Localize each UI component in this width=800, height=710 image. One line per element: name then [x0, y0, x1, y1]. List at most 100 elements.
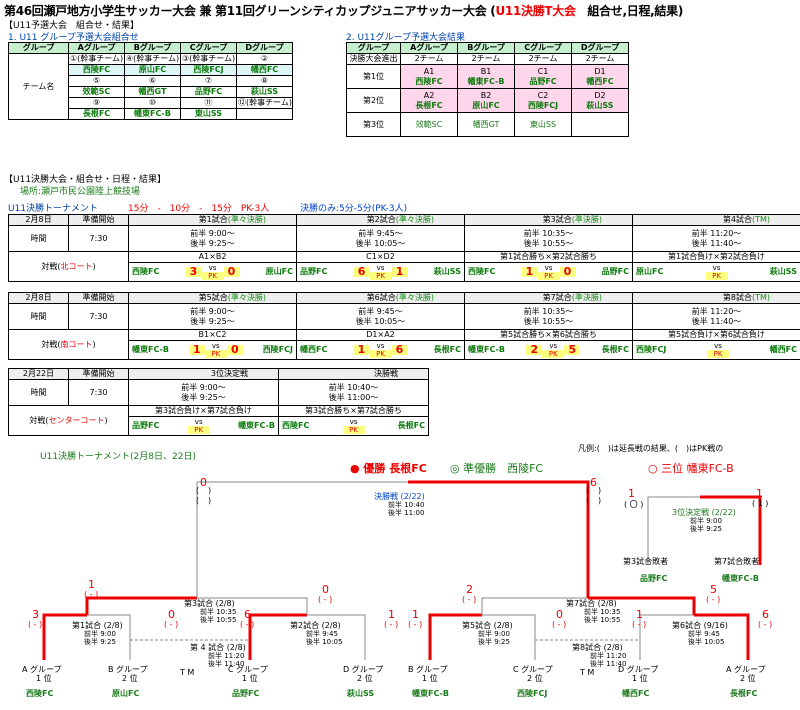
score-m3-left: 1	[88, 578, 95, 591]
score-m5-right: 0	[556, 608, 563, 621]
match-time: 前半 9:45～後半 10:05～	[296, 225, 465, 252]
m1-time: 前半 9:00	[84, 630, 116, 638]
page-title: 第46回瀬戸地方小学生サッカー大会 兼 第11回グリーンシティカップジュニアサッ…	[4, 4, 684, 18]
team-left: 幡東FC-B	[132, 345, 169, 354]
score-m6-left: 1	[636, 608, 643, 621]
team-cell	[236, 108, 293, 120]
court-label: 対戦(南コート)	[8, 329, 129, 360]
group-subheader: 1. U11 グループ予選大会組合せ	[8, 33, 139, 43]
m5-time: 前半 9:00	[478, 630, 510, 638]
leaf-place: 1 位	[36, 674, 52, 683]
team-left: 西陵FCJ	[636, 345, 667, 354]
leaf-place: 1 位	[632, 674, 648, 683]
m1-time: 後半 9:25	[84, 638, 116, 646]
schedule-table: 2月8日準備開始第5試合(準々決勝)第6試合(準々決勝)第7試合(準決勝)第8試…	[8, 292, 800, 360]
bracket-m1-left	[42, 613, 87, 660]
leaf-group: A グループ	[22, 665, 62, 674]
m8-time: 後半 11:40	[590, 660, 627, 668]
m6-time: 後半 10:05	[688, 638, 725, 646]
team-right: 幡東FC-B	[238, 421, 275, 430]
paren: (	[196, 496, 200, 505]
rank-label: 第3位	[346, 112, 401, 137]
m3-time: 前半 10:35	[200, 608, 237, 616]
bracket-third-left	[647, 496, 700, 565]
team-right: 長根FC	[601, 345, 629, 354]
team-left: 西陵FC	[132, 267, 160, 276]
venue: 場所:瀬戸市民公園陸上競技場	[20, 187, 141, 197]
bracket-m6-left	[639, 614, 694, 660]
m6-label: 第6試合 (9/16)	[672, 621, 728, 630]
section-header-final: 【U11決勝大会・組合せ・日程・結果】	[4, 175, 167, 185]
score-m1-left-paren: ( - )	[28, 620, 43, 629]
leaf-team: 幡西FC	[622, 689, 650, 698]
bracket-final-right	[408, 480, 590, 598]
score-m2-right-paren: ( - )	[384, 620, 399, 629]
m7-label: 第7試合 (2/8)	[566, 599, 617, 608]
leaf-place: 2 位	[122, 674, 138, 683]
score-left: 1	[521, 266, 538, 277]
score-m1-left: 3	[32, 608, 39, 621]
score-m6-left-paren: ( - )	[632, 620, 647, 629]
match-time: 前半 9:00～後半 9:25～	[128, 303, 297, 330]
leaf-group: D グループ	[618, 665, 659, 674]
m1-label: 第1試合 (2/8)	[72, 621, 123, 630]
final-time: 前半 10:40	[388, 501, 425, 509]
score-m7-left: 2	[466, 583, 473, 596]
team-left: 品野FC	[132, 421, 160, 430]
m3-label: 第3試合 (2/8)	[184, 599, 235, 608]
m2-time: 前半 9:45	[306, 630, 338, 638]
team-right: 長根FC	[397, 421, 425, 430]
score-final-right: 6	[590, 476, 597, 489]
score-m5-left: 1	[412, 608, 419, 621]
score-third-left: 1	[628, 487, 635, 500]
score-third-right: 1	[756, 487, 763, 500]
tm-label: T M	[580, 668, 595, 677]
score-m1-right-paren: ( - )	[164, 620, 179, 629]
team-right: 幡西FC	[769, 345, 797, 354]
score-m7-left-paren: ( - )	[462, 595, 477, 604]
m2-label: 第2試合 (2/8)	[290, 621, 341, 630]
leaf-place: 2 位	[357, 674, 373, 683]
paren: )	[598, 486, 602, 495]
m2-time: 後半 10:05	[306, 638, 343, 646]
m8-label: 第8試合 (2/8)	[572, 643, 623, 652]
paren: )	[598, 496, 602, 505]
leaf-group: B グループ	[108, 665, 148, 674]
score-left: 1	[353, 344, 370, 355]
m7-time: 前半 10:35	[584, 608, 621, 616]
leaf-place: 1 位	[242, 674, 258, 683]
group-table: グループ Aグループ Bグループ Cグループ Dグループ チーム名 ①(幹事チー…	[8, 42, 293, 120]
team-left: 幡東FC-B	[468, 345, 505, 354]
rank-cell	[571, 112, 629, 137]
score-m3-right-paren: ( - )	[318, 595, 333, 604]
score-final-left: 0	[200, 476, 207, 489]
result-table: グループ Aグループ Bグループ Cグループ Dグループ 決勝大会進出 2チーム…	[346, 42, 629, 137]
score-left: 3	[185, 266, 202, 277]
paren: )	[208, 496, 212, 505]
score-m7-right-paren: ( - )	[706, 595, 721, 604]
winner-label: ● 優勝 長根FC	[350, 462, 427, 475]
score-m3-left-paren: ( - )	[84, 590, 99, 599]
team-right: 萩山SS	[769, 267, 797, 276]
score-right: 0	[226, 344, 243, 355]
leaf-team: 西陵FCJ	[517, 689, 548, 698]
leaf-team: 幡東FC-B	[412, 689, 449, 698]
leaf-team: 品野FC	[232, 689, 260, 698]
team-cell: 幡東FC-B	[124, 108, 181, 120]
bracket-m5-left	[428, 613, 482, 660]
leaf-team: 萩山SS	[347, 689, 375, 698]
loser7-label: 第7試合敗者	[714, 557, 760, 566]
bracket-m7-left	[481, 597, 588, 615]
score-m1-right: 0	[168, 608, 175, 621]
leaf-place: 2 位	[527, 674, 543, 683]
